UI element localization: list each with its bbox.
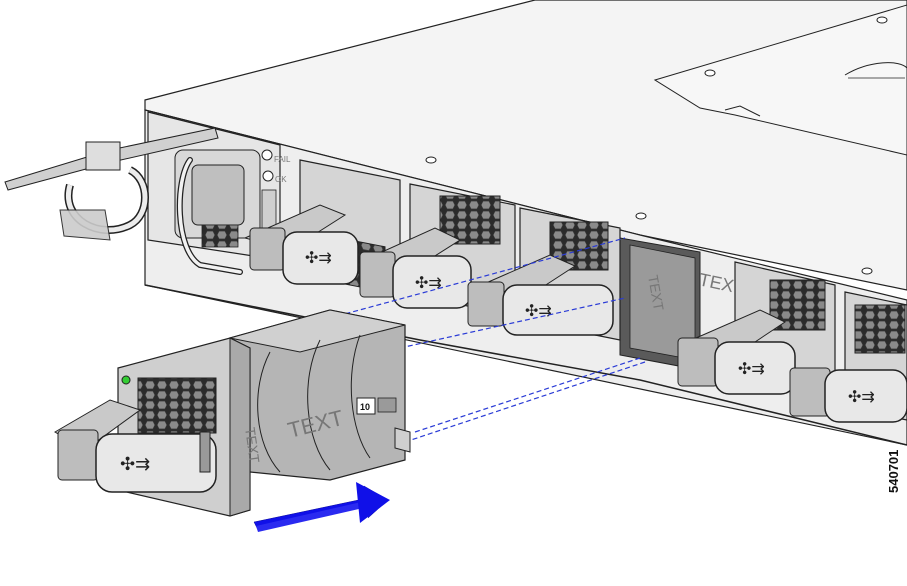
fan-symbol-icon: ✣⇉ (120, 454, 150, 475)
fan-status-led-icon (121, 375, 131, 385)
installed-fan-module-2: ✣⇉ (358, 183, 516, 316)
slot-fan-text-side: TEXT (645, 274, 667, 312)
psu-ok-led-icon (262, 170, 274, 182)
psu-ok-label: OK (275, 175, 287, 184)
fan-symbol-icon: ✣⇉ (848, 387, 875, 406)
fan-symbol-icon: ✣⇉ (525, 301, 552, 320)
psu-fail-led-icon (261, 149, 273, 161)
fan-module-text-front: TEXT (242, 426, 263, 464)
alignment-guide-lines (329, 237, 646, 443)
chassis-top-plate (653, 4, 907, 156)
fan-symbol-icon: ✣⇉ (305, 248, 332, 267)
fan-symbol-icon: ✣⇉ (415, 273, 442, 292)
installed-fan-module-5: ✣⇉ (789, 291, 907, 423)
installed-fan-module-3: ✣⇉ (467, 207, 621, 341)
fan-module-badge (356, 397, 376, 415)
cable-tie-clamp (4, 127, 219, 241)
power-supply-unit: FAIL OK (147, 111, 291, 275)
fan-symbol-icon: ✣⇉ (738, 359, 765, 378)
fan-module-badge-text: 10 (360, 402, 370, 412)
psu-fail-label: FAIL (274, 155, 291, 164)
chassis-screws (425, 16, 888, 275)
figure-id: 540701 (886, 450, 901, 493)
fan-module-being-installed: TEXT 10 TEXT ✣⇉ (54, 309, 411, 517)
